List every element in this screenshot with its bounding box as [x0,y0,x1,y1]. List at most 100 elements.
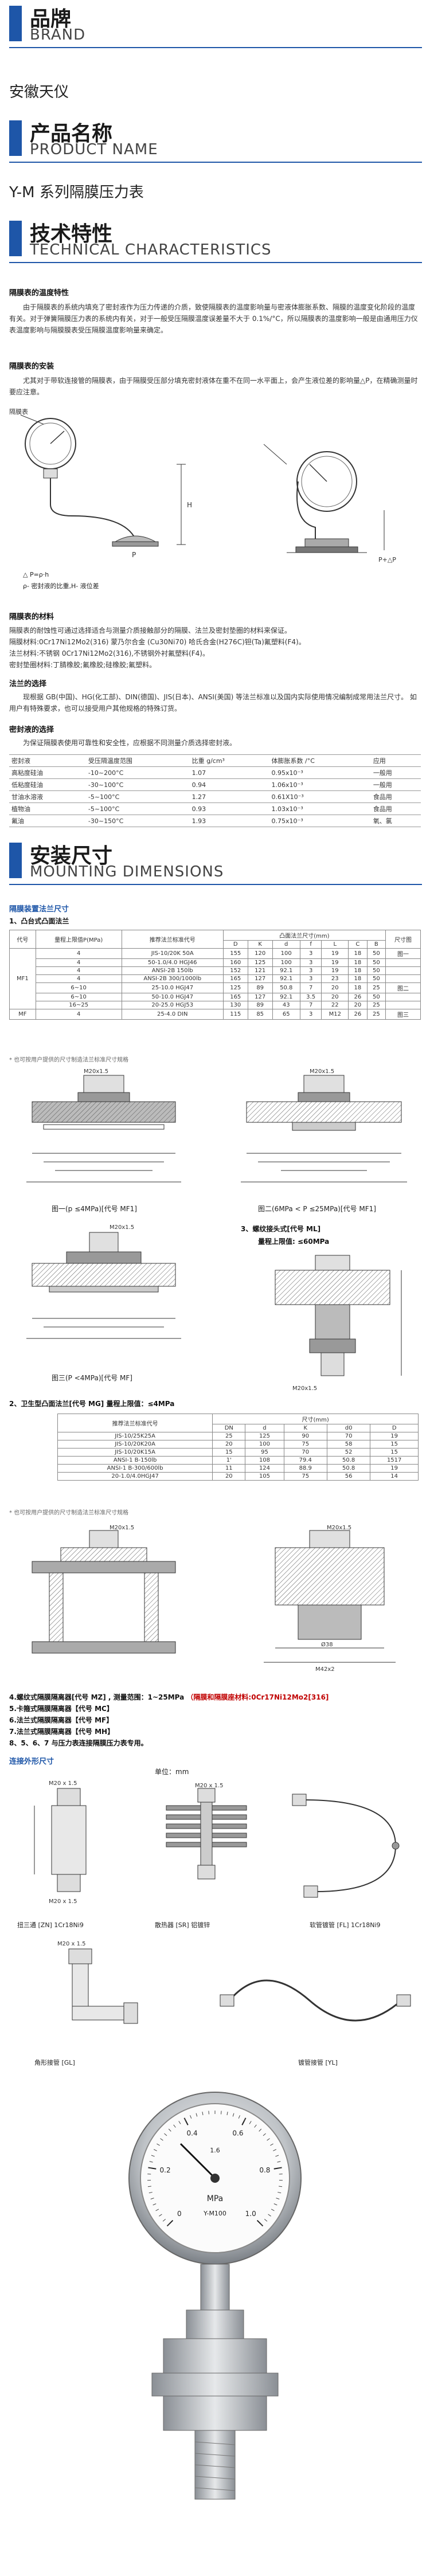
mg-h-dims: 尺寸(mm) [212,1414,419,1424]
product-name: Y-M 系列隔膜压力表 [9,184,144,201]
mf-table-cell: 85 [247,1009,273,1020]
gauge-tick-label: 1.0 [245,2210,256,2218]
mf-table-cell: 6~10 [35,993,122,1001]
mf-table-cell: 165 [222,993,248,1001]
mf-table-cell: 130 [222,1001,248,1009]
mf-table-cell: 25-10.0 HGJ47 [121,982,224,993]
gauge-minor-tick [277,2191,282,2194]
mg-table-cell: 15 [370,1440,419,1448]
fill-col-liquid: 密封液 [9,754,86,767]
mf-table-cell: 7 [299,1001,322,1009]
fill-col-temp: 受压隔温度范围 [85,754,190,767]
gauge-tick-label: 0.4 [187,2129,198,2137]
mg-table-cell: 20-1.0/4.0HGJ47 [57,1472,213,1481]
gauge-minor-tick [202,2111,204,2116]
gauge-minor-tick [263,2133,266,2136]
mf-table-cell: M12 [321,1009,349,1020]
mf-table-cell: 25 [366,1001,386,1009]
list-item-2: 5.卡箍式隔膜隔离器【代号 MC】 [9,1705,114,1713]
fill-table-cell: 氟油 [9,815,86,827]
mf-table-header: 代号 量程上限值P(MPa) 推荐法兰标准代号 凸面法兰尺寸(mm) 尺寸图 [9,930,421,949]
product-divider [9,162,422,163]
mg-table-cell: 50.8 [326,1456,371,1465]
mg-table-cell: 15 [212,1448,246,1457]
gauge-minor-tick [196,2113,198,2117]
product-title-en: PRODUCT NAME [30,141,158,158]
gauge-minor-tick [162,2219,166,2222]
material-text-2: 隔膜材料:0Cr17Ni12Mo2(316) 蒙乃尔合金 (Cu30Ni70) … [9,638,306,646]
mf-table-cell: 3 [299,958,322,967]
mz-figure: M20x1.5 Ø38 M42x2 [264,1525,396,1673]
mf-table-cell: 7 [299,982,322,993]
radiator-m20: M20 x 1.5 [195,1783,224,1789]
gauge-minor-tick [167,2223,170,2226]
gauge-minor-tick [221,2111,222,2115]
flange-figure-3: M20x1.5 [26,1224,181,1339]
gauge-minor-tick [259,2128,262,2132]
gauge-minor-tick [271,2209,275,2211]
mg-table-cell: 50.8 [326,1464,371,1473]
mg-table-cell: 70 [326,1432,371,1440]
connect-title: 连接外形尺寸 [9,1757,54,1766]
mount-title-en: MOUNTING DIMENSIONS [30,863,224,880]
fill-table-cell: 1.27 [189,790,269,803]
gauge-minor-tick [160,2138,163,2141]
mf-table-cell: 50-1.0/4.0 HGJ46 [121,958,224,967]
formula-1: △ P=ρ·h [23,571,49,578]
mf-table-cell: 127 [247,993,273,1001]
mf-table-cell: 26 [348,993,368,1001]
brand-bar [9,6,22,41]
std-title: 法兰的选择 [9,680,47,688]
mf-table-cell: 3 [299,974,322,983]
gauge-minor-tick [147,2186,151,2187]
mg-table-cell: JIS-10/20K15A [57,1448,213,1457]
meter-label: 隔膜表 [9,408,28,416]
mf-table-cell: 120 [247,948,273,959]
fill-table-cell: -5~100°C [85,790,190,803]
gauge-minor-tick [276,2198,280,2199]
product-bar [9,120,22,156]
mf-size-cell: 图二 [385,982,421,993]
mg-subtitle: 2、卫生型凸面法兰[代号 MG] 量程上限值：≤4MPa [9,1400,175,1408]
mf-table-cell: 18 [348,982,368,993]
mg-note: * 也可按用户提供的尺寸制造法兰标准尺寸规格 [9,1510,129,1516]
product-section: 产品名称 PRODUCT NAME [0,115,430,178]
brand-section: 品牌 BRAND [0,0,430,63]
list-item-1: 4.螺纹式隔膜隔离器[代号 MZ] , 测量范围：1~25MPa （隔膜和隔膜座… [9,1692,329,1702]
list-item-1-text: 4.螺纹式隔膜隔离器[代号 MZ] , 测量范围：1~25MPa [9,1693,185,1701]
mf-table-cell: 50 [366,948,386,959]
fill-text: 为保证隔膜表使用可靠性和安全性，应根据不同测量介质选择密封液。 [23,739,237,747]
mf-table-cell: 152 [222,966,248,975]
mf-code-cell: MF1 [9,948,36,1009]
unit-label: 单位：mm [155,1768,189,1776]
gauge-minor-tick [267,2138,270,2141]
gauge-minor-tick [168,2128,171,2132]
gauge-minor-tick [260,2223,263,2226]
fill-table-cell: -10~200°C [85,766,190,779]
mg-table-cell: JIS-10/20K20A [57,1440,213,1448]
mg-table-cell: 79.4 [283,1456,327,1465]
mf-table-cell: 125 [222,982,248,993]
mg-table-cell: 125 [245,1432,284,1440]
mf-table-cell: 100 [272,958,300,967]
fill-table-cell: 甘油水溶液 [9,790,86,803]
straight-connector-figure: M20 x 1.5 M20 x 1.5 [34,1780,87,1905]
list-item-4: 7.法兰式隔膜隔离器【代号 MH】 [9,1728,115,1736]
straight-m20-bottom: M20 x 1.5 [49,1898,77,1905]
mf-table-cell: 3 [299,1009,322,1020]
gauge-tick-label: 0.2 [160,2166,171,2174]
product-title-zh: 产品名称 [30,122,113,146]
material-title: 隔膜表的材料 [9,613,54,621]
gauge-pointer [179,2143,216,2179]
mf-dim-col: B [366,940,386,949]
radiator-figure: M20 x 1.5 [166,1783,247,1880]
mf-table-cell: 18 [348,966,368,975]
mg-table-cell: 58 [326,1440,371,1448]
